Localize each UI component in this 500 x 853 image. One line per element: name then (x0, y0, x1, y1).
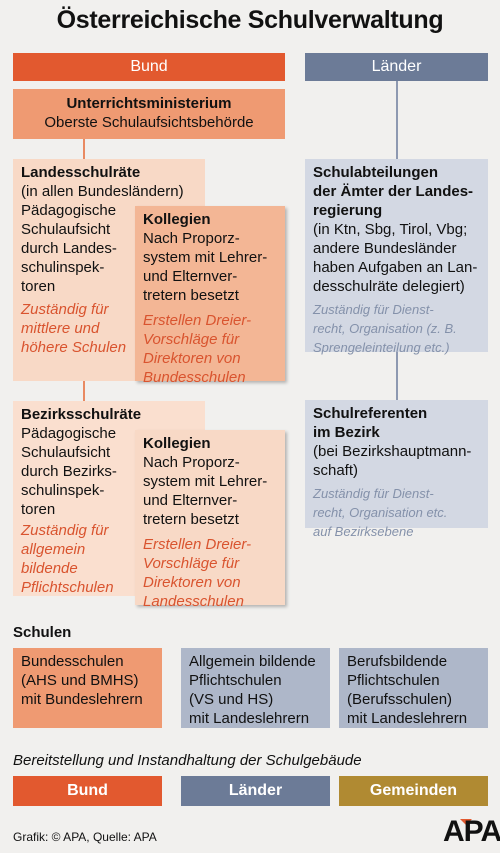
header-laender: Länder (305, 53, 488, 81)
page-title: Österreichische Schulverwaltung (56, 6, 444, 34)
schulreferenten-box: Schulreferenten im Bezirk (bei Bezirksha… (305, 400, 488, 539)
schulreferenten-title: Schulreferenten (313, 405, 428, 422)
text-line: Schulaufsicht (21, 221, 111, 238)
kollegien-title: Kollegien (143, 435, 211, 452)
connector-line (396, 352, 398, 400)
text-line: Allgemein bildende (189, 653, 316, 670)
text-line: (VS und HS) (189, 691, 274, 708)
text-line: mit Landeslehrern (189, 710, 310, 727)
text-line: system mit Lehrer- (143, 249, 268, 266)
duty-line: recht, Organisation (z. B. (313, 321, 457, 336)
duty-line: Vorschläge für (143, 555, 240, 572)
text-line: toren (21, 278, 56, 295)
text-line: Berufsbildende (347, 653, 448, 670)
schule-box-berufsbildend: Berufsbildende Pflichtschulen (Berufssch… (339, 648, 488, 728)
duty-line: bildende (21, 560, 78, 577)
schulreferenten-title: im Bezirk (313, 424, 380, 441)
gebaeude-bund: Bund (13, 776, 162, 806)
connector-line (396, 81, 398, 159)
text-line: durch Landes- (21, 240, 117, 257)
text-line: schaft) (313, 462, 359, 479)
text-line: schulinspek- (21, 482, 105, 499)
apa-logo-mark (444, 812, 488, 825)
schulabteilungen-title: Schulabteilungen (313, 164, 439, 181)
ministerium-name: Unterrichtsministerium (66, 95, 232, 112)
text-line: durch Bezirks- (21, 463, 117, 480)
text-line: und Elternver- (143, 492, 238, 509)
duty-line: Zuständig für Dienst- (313, 486, 434, 501)
kollegien-title: Kollegien (143, 211, 211, 228)
apa-logo: APA (443, 815, 500, 848)
landesschulraete-title: Landesschulräte (21, 164, 141, 181)
duty-line: Erstellen Dreier- (143, 312, 252, 329)
text-line: und Elternver- (143, 268, 238, 285)
gebaeude-heading: Bereitstellung und Instandhaltung der Sc… (13, 752, 362, 769)
schulabteilungen-box: Schulabteilungen der Ämter der Landes- r… (305, 159, 488, 355)
schulabteilungen-title: regierung (313, 202, 383, 219)
header-bund: Bund (13, 53, 285, 81)
duty-line: Zuständig für (21, 522, 109, 539)
gebaeude-gemeinden: Gemeinden (339, 776, 488, 806)
text-line: (AHS und BMHS) (21, 672, 139, 689)
duty-line: Sprengeleinteilung etc.) (313, 340, 450, 355)
kollegien-bezirk-box: Kollegien Nach Proporz- system mit Lehre… (135, 430, 285, 610)
text-line: (bei Bezirkshauptmann- (313, 443, 472, 460)
duty-line: Direktoren von (143, 574, 241, 591)
text-line: tretern besetzt (143, 511, 239, 528)
connector-line (83, 380, 85, 402)
text-line: Bundesschulen (21, 653, 124, 670)
text-line: Pädagogische (21, 425, 117, 442)
schulabteilungen-title: der Ämter der Landes- (313, 183, 474, 200)
apa-logo-chevron-icon (460, 819, 472, 825)
duty-line: Pflichtschulen (21, 579, 114, 596)
text-line: Pädagogische (21, 202, 117, 219)
text-line: haben Aufgaben an Lan- (313, 259, 478, 276)
duty-line: auf Bezirksebene (313, 524, 414, 539)
duty-line: Bundesschulen (143, 369, 246, 386)
gebaeude-laender: Länder (181, 776, 330, 806)
duty-line: recht, Organisation etc. (313, 505, 448, 520)
schule-box-allgemein: Allgemein bildende Pflichtschulen (VS un… (181, 648, 330, 728)
text-line: desschulräte delegiert) (313, 278, 465, 295)
duty-line: Erstellen Dreier- (143, 536, 252, 553)
ministerium-subtitle: Oberste Schulaufsichtsbehörde (44, 114, 254, 131)
text-line: Pflichtschulen (189, 672, 282, 689)
ministerium-box: Unterrichtsministerium Oberste Schulaufs… (13, 89, 285, 139)
text-line: (in Ktn, Sbg, Tirol, Vbg; (313, 221, 468, 238)
footer-credit: Grafik: © APA, Quelle: APA (13, 830, 157, 844)
duty-line: Vorschläge für (143, 331, 240, 348)
text-line: tretern besetzt (143, 287, 239, 304)
schule-box-bundesschulen: Bundesschulen (AHS und BMHS) mit Bundesl… (13, 648, 162, 728)
text-line: system mit Lehrer- (143, 473, 268, 490)
text-line: Nach Proporz- (143, 230, 240, 247)
text-line: mit Bundeslehrern (21, 691, 143, 708)
duty-line: Landesschulen (143, 593, 244, 610)
duty-line: Zuständig für Dienst- (313, 302, 434, 317)
connector-line (83, 139, 85, 159)
duty-line: mittlere und (21, 320, 100, 337)
duty-line: Zuständig für (21, 301, 109, 318)
text-line: mit Landeslehrern (347, 710, 468, 727)
text-line: toren (21, 501, 56, 518)
duty-line: Direktoren von (143, 350, 241, 367)
text-line: Pflichtschulen (347, 672, 440, 689)
duty-line: höhere Schulen (21, 339, 127, 356)
schulen-heading: Schulen (13, 624, 72, 641)
bezirksschulraete-title: Bezirksschulräte (21, 406, 142, 423)
duty-line: allgemein (21, 541, 86, 558)
text-line: Schulaufsicht (21, 444, 111, 461)
kollegien-land-box: Kollegien Nach Proporz- system mit Lehre… (135, 206, 285, 386)
text-line: Nach Proporz- (143, 454, 240, 471)
text-line: (in allen Bundesländern) (21, 183, 184, 200)
text-line: andere Bundesländer (313, 240, 457, 257)
text-line: (Berufsschulen) (347, 691, 453, 708)
text-line: schulinspek- (21, 259, 105, 276)
